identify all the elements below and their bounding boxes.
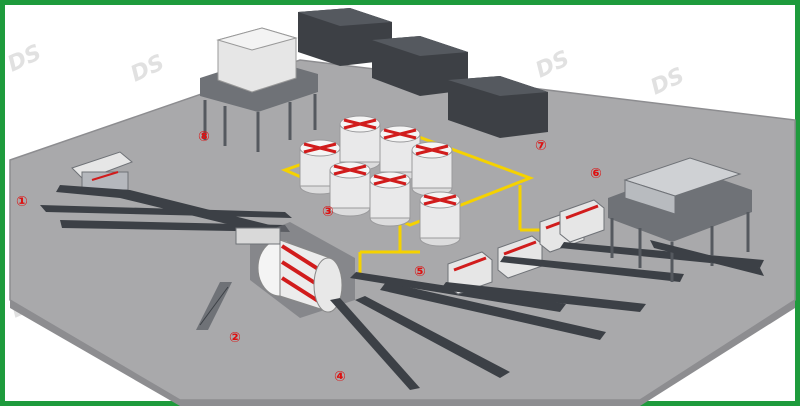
feed-section bbox=[40, 151, 292, 232]
stage-labels: ① ② ③ ④ ⑤ ⑥ ⑦ ⑧ bbox=[16, 129, 602, 385]
separator-machine bbox=[559, 199, 605, 243]
storage-containers bbox=[298, 8, 548, 138]
stage-label-2: ② bbox=[229, 330, 241, 346]
stage-label-4: ④ bbox=[334, 369, 346, 385]
stage-label-8: ⑧ bbox=[198, 129, 210, 145]
tank bbox=[369, 171, 411, 227]
tank bbox=[329, 161, 371, 217]
stage-label-1: ① bbox=[16, 194, 28, 210]
tank bbox=[419, 191, 461, 247]
stage-label-7: ⑦ bbox=[535, 138, 547, 154]
control-room-platform bbox=[200, 27, 318, 152]
tank-group bbox=[299, 115, 461, 247]
stage-label-6: ⑥ bbox=[590, 166, 602, 182]
stage-label-3: ③ bbox=[322, 204, 334, 220]
rotary-drum bbox=[235, 222, 355, 318]
separator-row bbox=[447, 199, 605, 295]
stairway bbox=[196, 282, 232, 330]
tank bbox=[339, 115, 381, 171]
tank bbox=[411, 141, 453, 197]
filter-press-station bbox=[608, 157, 764, 282]
stage-label-5: ⑤ bbox=[414, 264, 426, 280]
